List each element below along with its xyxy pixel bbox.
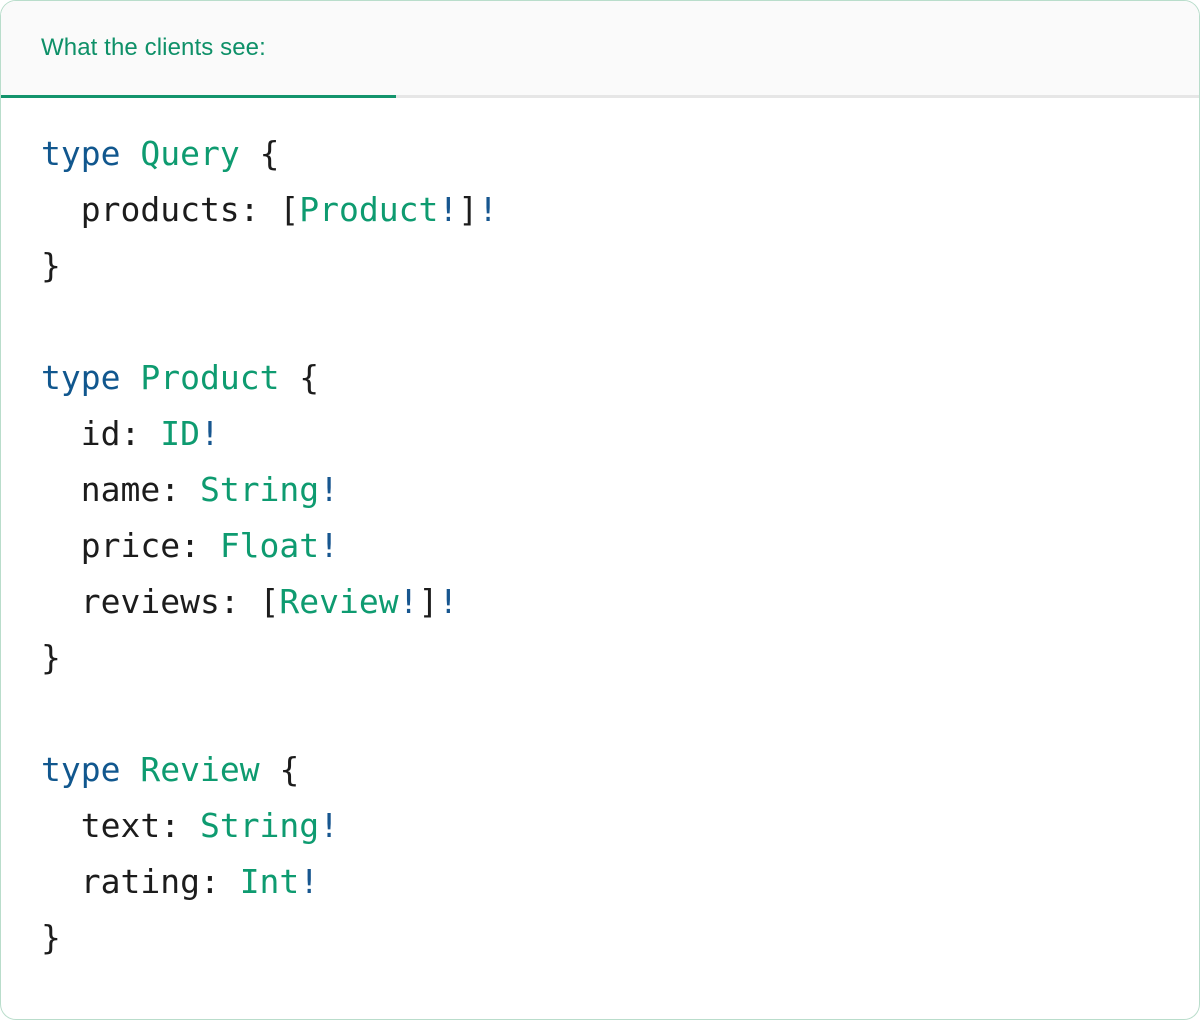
- code-line: type Review {: [41, 742, 1199, 798]
- code-token-field: rating:: [41, 862, 240, 901]
- code-token-punct: {: [279, 358, 320, 397]
- code-token-type: String: [199, 806, 320, 845]
- tab-what-the-clients-see[interactable]: What the clients see:: [1, 1, 396, 98]
- code-line: products: [Product!]!: [41, 182, 1199, 238]
- code-token-punct: [120, 358, 140, 397]
- code-token-type: Review: [279, 582, 399, 621]
- code-line: price: Float!: [41, 518, 1199, 574]
- code-token-field: name:: [41, 470, 200, 509]
- code-token-field: reviews:: [41, 582, 260, 621]
- code-token-bang: !: [199, 414, 220, 453]
- code-area: type Query { products: [Product!]!} type…: [1, 98, 1199, 966]
- code-line: }: [41, 630, 1199, 686]
- code-token-punct: ]: [458, 190, 479, 229]
- code-token-type: Product: [140, 358, 280, 397]
- code-token-bang: !: [478, 190, 498, 229]
- code-token-bang: !: [438, 190, 459, 229]
- code-line: [41, 294, 1199, 350]
- code-token-punct: }: [41, 246, 61, 285]
- code-line: }: [41, 238, 1199, 294]
- code-token-kw: type: [41, 358, 121, 397]
- code-token-field: products:: [41, 190, 280, 229]
- code-line: name: String!: [41, 462, 1199, 518]
- code-line: text: String!: [41, 798, 1199, 854]
- code-token-punct: ]: [418, 582, 439, 621]
- code-token-field: id:: [41, 414, 161, 453]
- code-token-field: text:: [41, 806, 200, 845]
- code-token-punct: [: [259, 582, 280, 621]
- code-token-type: Product: [299, 190, 439, 229]
- code-token-kw: type: [41, 134, 121, 173]
- code-token-type: ID: [160, 414, 200, 453]
- code-token-punct: {: [259, 750, 300, 789]
- code-token-bang: !: [319, 806, 340, 845]
- code-line: id: ID!: [41, 406, 1199, 462]
- code-token-bang: !: [319, 526, 340, 565]
- code-line: type Query {: [41, 126, 1199, 182]
- code-token-bang: !: [319, 470, 340, 509]
- code-token-punct: {: [239, 134, 280, 173]
- code-token-punct: }: [41, 918, 61, 957]
- code-line: type Product {: [41, 350, 1199, 406]
- graphql-schema-code: type Query { products: [Product!]!} type…: [41, 126, 1199, 966]
- code-token-bang: !: [398, 582, 419, 621]
- code-token-type: String: [199, 470, 320, 509]
- code-token-kw: type: [41, 750, 121, 789]
- code-line: reviews: [Review!]!: [41, 574, 1199, 630]
- code-token-type: Int: [239, 862, 300, 901]
- code-token-type: Query: [140, 134, 240, 173]
- code-token-punct: [120, 134, 140, 173]
- code-token-punct: [: [279, 190, 300, 229]
- code-token-punct: }: [41, 638, 61, 677]
- code-line: rating: Int!: [41, 854, 1199, 910]
- code-token-bang: !: [438, 582, 459, 621]
- code-token-bang: !: [299, 862, 320, 901]
- code-token-type: Review: [140, 750, 260, 789]
- code-token-punct: [120, 750, 140, 789]
- code-line: [41, 686, 1199, 742]
- code-token-type: Float: [219, 526, 320, 565]
- tab-label: What the clients see:: [41, 34, 266, 61]
- code-token-field: price:: [41, 526, 220, 565]
- tab-strip: What the clients see:: [1, 1, 1199, 98]
- code-line: }: [41, 910, 1199, 966]
